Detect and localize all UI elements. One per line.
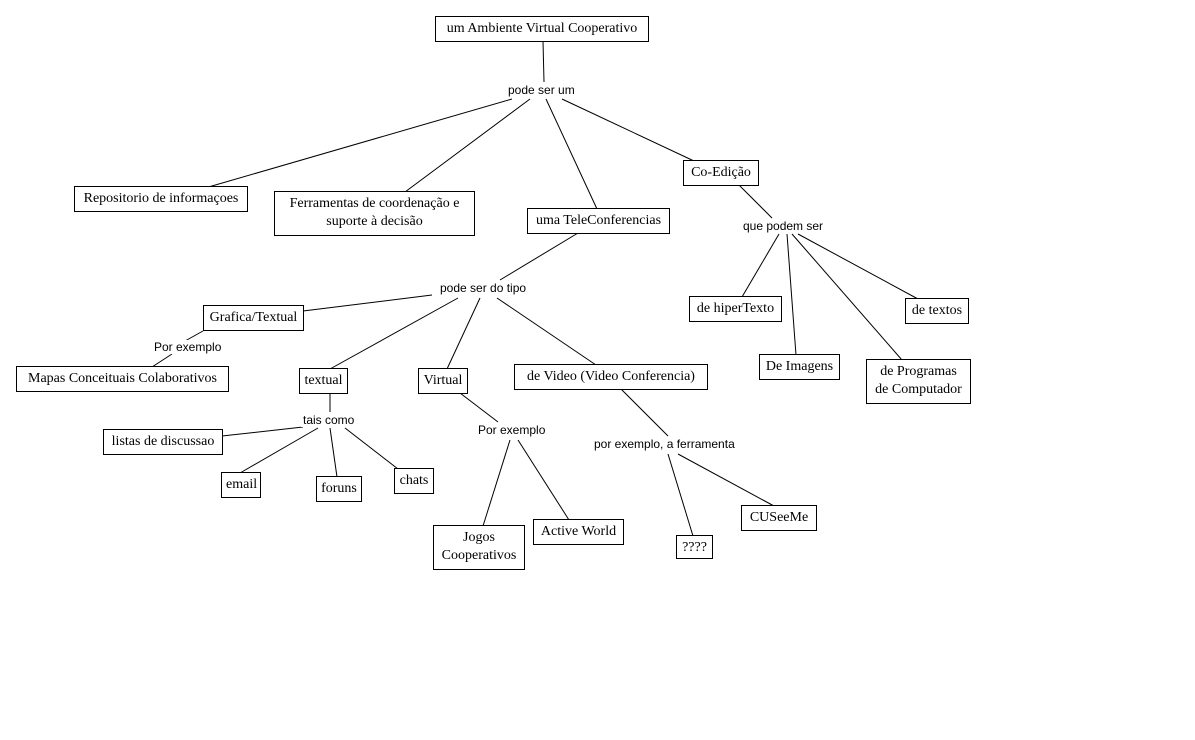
concept-text: Active World [540, 524, 617, 539]
edge-taiscomo-foruns [329, 427, 338, 478]
link-pode-ser-um: pode ser um [506, 83, 577, 98]
edge-porexemplo-interrogacao [667, 453, 694, 537]
concept-ambiente-virtual: um Ambiente Virtual Cooperativo [435, 16, 649, 42]
concept-teleconferencias: uma TeleConferencias [527, 208, 670, 234]
edge-podeserdotipo-virtual [446, 297, 481, 370]
concept-text: Repositorio de informaçoes [83, 191, 239, 206]
concept-text: foruns [321, 481, 357, 496]
edge-quepodemser-programas [791, 233, 903, 361]
concept-text: de Video (Video Conferencia) [527, 369, 695, 384]
concept-text: Mapas Conceituais Colaborativos [28, 371, 217, 386]
concept-text: ???? [682, 540, 707, 555]
concept-co-edicao: Co-Edição [683, 160, 759, 186]
concept-text: suporte à decisão [326, 214, 423, 230]
edge-porexemplo-jogos [482, 439, 511, 527]
concept-text: de hiperTexto [696, 301, 775, 316]
edge-video-porexemplo [618, 386, 669, 437]
concept-text: Ferramentas de coordenação e [289, 196, 460, 211]
concept-text: email [226, 477, 258, 492]
edge-podeserum-teleconf [545, 98, 598, 210]
concept-video-conferencia: de Video (Video Conferencia) [514, 364, 708, 390]
edge-porexemplo-cuseeme [677, 453, 775, 507]
edge-porexemplo-mapas [151, 353, 173, 368]
concept-text: chats [399, 473, 429, 488]
edge-porexemplo-activeworld [517, 439, 570, 521]
edge-podeserum-coedicao [561, 98, 695, 162]
concept-textual: textual [299, 368, 348, 394]
edge-quepodemser-hipertexto [741, 233, 780, 298]
concept-text: uma TeleConferencias [535, 213, 662, 228]
concept-email: email [221, 472, 261, 498]
concept-text: um Ambiente Virtual Cooperativo [446, 21, 638, 36]
concept-text: De Imagens [765, 359, 834, 374]
link-por-exemplo-ferramenta: por exemplo, a ferramenta [592, 437, 737, 452]
concept-programas-computador: de Programas de Computador [866, 359, 971, 404]
edge-podeserum-ferramentas [404, 98, 531, 193]
edge-taiscomo-listas [221, 426, 304, 437]
concept-text: listas de discussao [111, 434, 215, 449]
concept-ferramentas: Ferramentas de coordenação e suporte à de… [274, 191, 475, 236]
concept-text: Jogos [463, 530, 495, 545]
concept-text: de Programas [880, 364, 957, 379]
edge-quepodemser-textos [797, 233, 919, 300]
concept-text: Grafica/Textual [209, 310, 298, 325]
edge-teleconf-podeserdotipo [499, 232, 579, 281]
concept-imagens: De Imagens [759, 354, 840, 380]
concept-text: de textos [911, 303, 963, 318]
concept-text: de Computador [875, 382, 962, 398]
edge-podeserum-repositorio [204, 98, 513, 189]
edge-podeserdotipo-video [496, 297, 597, 366]
concept-text: Virtual [423, 373, 463, 388]
link-que-podem-ser: que podem ser [741, 219, 826, 234]
edge-podeserdotipo-textual [329, 297, 459, 370]
link-pode-ser-do-tipo: pode ser do tipo [438, 281, 529, 296]
concept-grafica-textual: Grafica/Textual [203, 305, 304, 331]
edge-quepodemser-imagens [786, 233, 797, 356]
edge-ambiente-podeserum [542, 40, 545, 83]
concept-listas-discussao: listas de discussao [103, 429, 223, 455]
concept-unknown-tool: ???? [676, 535, 713, 559]
concept-text: Cooperativos [441, 548, 517, 564]
concept-hipertexto: de hiperTexto [689, 296, 782, 322]
edge-taiscomo-email [239, 427, 319, 474]
concept-active-world: Active World [533, 519, 624, 545]
concept-text: Co-Edição [691, 165, 751, 180]
concept-mapas-conceituais: Mapas Conceituais Colaborativos [16, 366, 229, 392]
concept-text: CUSeeMe [749, 510, 809, 525]
concept-repositorio: Repositorio de informaçoes [74, 186, 248, 212]
concept-cuseeme: CUSeeMe [741, 505, 817, 531]
edge-taiscomo-chats [344, 427, 399, 470]
link-tais-como: tais como [301, 413, 357, 428]
concept-text: textual [304, 373, 343, 388]
link-por-exemplo-virtual: Por exemplo [476, 423, 548, 438]
concept-foruns: foruns [316, 476, 362, 502]
edge-grafica-porexemplo [184, 330, 204, 342]
edge-coedicao-quepodemser [738, 184, 773, 219]
edge-virtual-porexemplo [459, 392, 499, 423]
concept-chats: chats [394, 468, 434, 494]
edge-podeserdotipo-grafica [302, 294, 433, 312]
concept-textos: de textos [905, 298, 969, 324]
link-por-exemplo-grafica: Por exemplo [152, 340, 224, 355]
concept-virtual: Virtual [418, 368, 468, 394]
